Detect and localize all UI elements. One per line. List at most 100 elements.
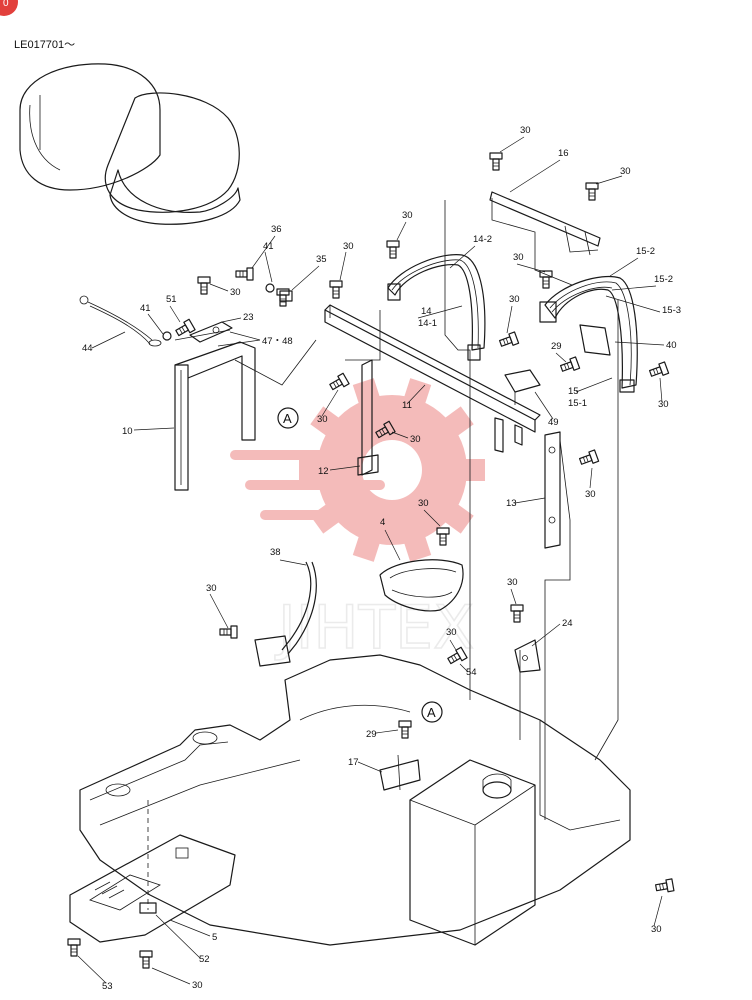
bolt xyxy=(67,938,81,957)
bolt xyxy=(329,372,350,391)
leader-line xyxy=(251,235,276,269)
bolt xyxy=(375,420,396,439)
callout-label: 30 xyxy=(192,980,203,991)
callout-label: 54 xyxy=(466,667,477,678)
part-38-hose xyxy=(254,561,317,667)
bolt xyxy=(648,361,670,377)
leader-line xyxy=(653,895,663,927)
part-10-bracket xyxy=(174,321,256,491)
callout-label: 15-2 xyxy=(654,274,673,285)
callout-label: 24 xyxy=(562,618,573,629)
fuel-tank xyxy=(409,759,536,946)
leader-line xyxy=(151,967,191,985)
watermark-speed-stripe xyxy=(230,450,360,460)
leader-line xyxy=(91,331,126,349)
leader-line xyxy=(555,352,567,363)
callout-label: 38 xyxy=(270,547,281,558)
leader-line xyxy=(329,465,361,471)
watermark-gear-tooth xyxy=(403,534,432,562)
callout-label: 36 xyxy=(271,224,282,235)
part-49-bracket xyxy=(504,369,541,405)
leader-line xyxy=(417,305,463,319)
callout-label: 30 xyxy=(402,210,413,221)
callout-label: 47・48 xyxy=(262,336,293,347)
leader-line xyxy=(147,313,164,335)
watermark-gear-body xyxy=(317,395,467,545)
part-12-post xyxy=(357,359,379,476)
bolts-group xyxy=(67,152,675,969)
document-code: LE017701～ xyxy=(14,39,75,51)
callout-label: 30 xyxy=(620,166,631,177)
nut-35 xyxy=(279,290,293,302)
callout-label: 11 xyxy=(402,400,412,411)
callout-label: 41 xyxy=(263,241,274,252)
part-4-tray xyxy=(379,559,464,612)
section-marker-a-upper-label: A xyxy=(283,411,292,426)
leader-line xyxy=(509,159,561,193)
operator-seat xyxy=(19,63,241,225)
bolt xyxy=(175,318,196,337)
bolt xyxy=(386,240,400,259)
watermark-speed-stripe xyxy=(245,480,385,490)
section-marker-a-lower: A xyxy=(421,701,443,723)
callout-label: 14-1 xyxy=(418,318,437,329)
callout-label: 44 xyxy=(82,343,93,354)
leader-line xyxy=(209,593,229,629)
callout-label: 17 xyxy=(348,757,359,768)
callout-label: 15-1 xyxy=(568,398,587,409)
callout-label: 13 xyxy=(506,498,517,509)
leader-line xyxy=(155,914,201,959)
washer-41 xyxy=(265,283,275,293)
leader-line xyxy=(589,467,593,489)
leader-line xyxy=(449,639,457,651)
section-marker-a-lower-label: A xyxy=(427,705,436,720)
watermark-speed-stripe xyxy=(260,510,380,520)
callout-label: 30 xyxy=(585,489,596,500)
leader-line xyxy=(514,497,546,504)
callout-label: 12 xyxy=(318,466,329,477)
watermark-gear-tooth xyxy=(442,406,474,438)
bolt xyxy=(436,527,450,546)
leader-line xyxy=(339,251,347,281)
leader-line xyxy=(449,245,476,269)
callout-label: 49 xyxy=(548,417,559,428)
callout-label: 29 xyxy=(551,341,562,352)
callout-label: 30 xyxy=(410,434,421,445)
bolt xyxy=(219,625,238,639)
section-marker-a-upper: A xyxy=(277,407,299,429)
leader-line xyxy=(396,221,407,241)
leader-line xyxy=(609,257,639,277)
callout-label: 30 xyxy=(317,414,328,425)
bolt xyxy=(498,331,520,347)
bolt xyxy=(578,449,600,465)
callout-label: 41 xyxy=(140,303,151,314)
callout-label: 30 xyxy=(658,399,669,410)
callout-label: 10 xyxy=(122,426,133,437)
part-5-step xyxy=(69,834,236,943)
part-16-bar xyxy=(489,191,601,256)
bolt xyxy=(329,280,343,299)
callout-labels: 30 16 30 30 30 14-2 15-2 15-2 15-3 36 41… xyxy=(82,125,681,992)
callout-label: 30 xyxy=(520,125,531,136)
leader-line xyxy=(534,391,554,420)
leader-line xyxy=(595,175,623,185)
bolt xyxy=(398,720,412,739)
leader-line xyxy=(384,529,401,561)
corner-badge: 0 xyxy=(0,0,18,16)
callout-label: 30 xyxy=(507,577,518,588)
part-17-bracket xyxy=(379,754,421,791)
part-15-arch xyxy=(539,275,638,393)
leader-line xyxy=(506,305,513,334)
callout-label: 4 xyxy=(380,517,385,528)
callout-label: 16 xyxy=(558,148,569,159)
callout-label: 30 xyxy=(651,924,662,935)
leader-line xyxy=(217,339,261,347)
callout-label: 35 xyxy=(316,254,327,265)
bolt xyxy=(510,604,524,623)
leader-line xyxy=(169,919,211,937)
leader-line xyxy=(264,251,273,283)
bolt xyxy=(489,152,503,171)
leader-line xyxy=(575,377,613,393)
callout-label: 52 xyxy=(199,954,210,965)
